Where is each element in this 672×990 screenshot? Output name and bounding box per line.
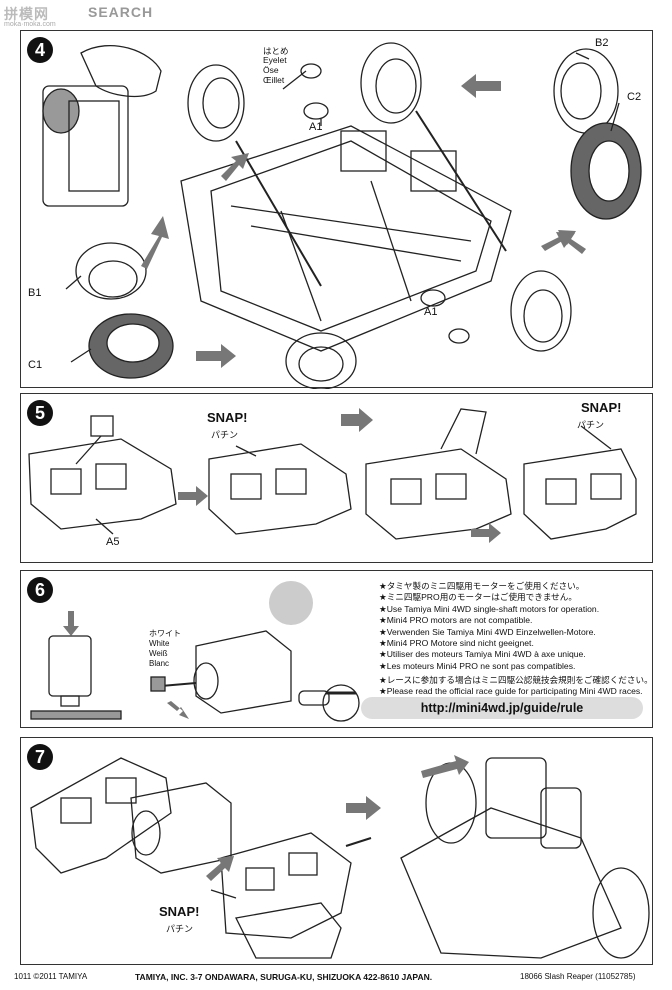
note-line: ★ミニ四駆PRO用のモーターはご使用できません。 [379, 592, 577, 603]
white-label-de: Weiß [149, 649, 168, 658]
note-line: ★タミヤ製のミニ四駆用モーターをご使用ください。 [379, 581, 585, 591]
white-label-jp: ホワイト [149, 629, 181, 638]
part-c2: C2 [627, 91, 642, 103]
part-b2: B2 [595, 37, 609, 49]
race-notes: ★レースに参加する場合はミニ四駆公認競技会規則をご確認ください。 ★Please… [379, 675, 653, 698]
watermark-site: moka·moka.com [4, 21, 56, 28]
step-6-panel: 6 ホワイト White Weiß Blanc ★タミヤ製のミニ四駆用モーターを… [20, 570, 653, 728]
motor-notes: ★タミヤ製のミニ四駆用モーターをご使用ください。 ★ミニ四駆PRO用のモーターは… [379, 581, 599, 672]
eyelet-label-jp: はとめ [263, 46, 289, 56]
note-line: ★Use Tamiya Mini 4WD single-shaft motors… [379, 603, 600, 614]
white-label-fr: Blanc [149, 659, 170, 668]
footer-model: 18066 Slash Reaper (11052785) [520, 972, 636, 981]
white-label-block: ホワイト White Weiß Blanc [149, 629, 181, 669]
eyelet-label-en: Eyelet [263, 55, 287, 65]
step-7-number: 7 [27, 744, 53, 770]
race-note-line: ★Please read the official race guide for… [379, 686, 643, 697]
snap-label-step7-jp: パチン [166, 924, 194, 934]
step-6-illustration [30, 581, 360, 722]
snap-label-1-jp: パチン [211, 430, 239, 440]
step-4-illustration [42, 42, 642, 389]
footer-copyright: 1011 ©2011 TAMIYA [14, 972, 88, 981]
step-5-illustration [28, 408, 637, 543]
snap-label-2-jp: パチン [577, 420, 605, 430]
eyelet-label-de: Öse [263, 65, 279, 75]
snap-label-step7: SNAP! [159, 904, 200, 919]
step-6-number: 6 [27, 577, 53, 603]
snap-label-2: SNAP! [581, 400, 622, 415]
white-label-en: White [149, 639, 170, 648]
snap-label-1: SNAP! [207, 410, 248, 425]
part-a1-bottom: A1 [424, 306, 438, 318]
part-a1-top: A1 [309, 121, 323, 133]
part-c1: C1 [28, 359, 43, 371]
step-5-panel: 5 SNAP! パチン SNAP! パチン A5 [20, 393, 653, 563]
step-5-number: 5 [27, 400, 53, 426]
footer-address: TAMIYA, INC. 3-7 ONDAWARA, SURUGA-KU, SH… [135, 972, 433, 982]
note-line: ★Mini4 PRO motors are not compatible. [379, 615, 533, 626]
race-note-line: ★レースに参加する場合はミニ四駆公認競技会規則をご確認ください。 [379, 675, 653, 685]
step-7-illustration [30, 755, 650, 959]
note-line: ★Utiliser des moteurs Tamiya Mini 4WD à … [379, 649, 586, 660]
race-rule-url[interactable]: http://mini4wd.jp/guide/rule [361, 697, 643, 719]
note-line: ★Les moteurs Mini4 PRO ne sont pas compa… [379, 660, 576, 671]
watermark-search: SEARCH [88, 4, 154, 20]
note-line: ★Verwenden Sie Tamiya Mini 4WD Einzelwel… [379, 626, 596, 637]
part-b1: B1 [28, 287, 42, 299]
watermark-brand: 拼模网 [4, 6, 49, 22]
step-7-panel: 7 SNAP! パチン [20, 737, 653, 965]
note-line: ★Mini4 PRO Motore sind nicht geeignet. [379, 638, 534, 649]
part-a5: A5 [106, 536, 120, 548]
step-4-panel: 4 はとめ Eyelet Öse Œillet A1 A1 B1 C1 B2 C… [20, 30, 653, 389]
eyelet-label-fr: Œillet [263, 75, 285, 85]
step-4-number: 4 [27, 37, 53, 63]
